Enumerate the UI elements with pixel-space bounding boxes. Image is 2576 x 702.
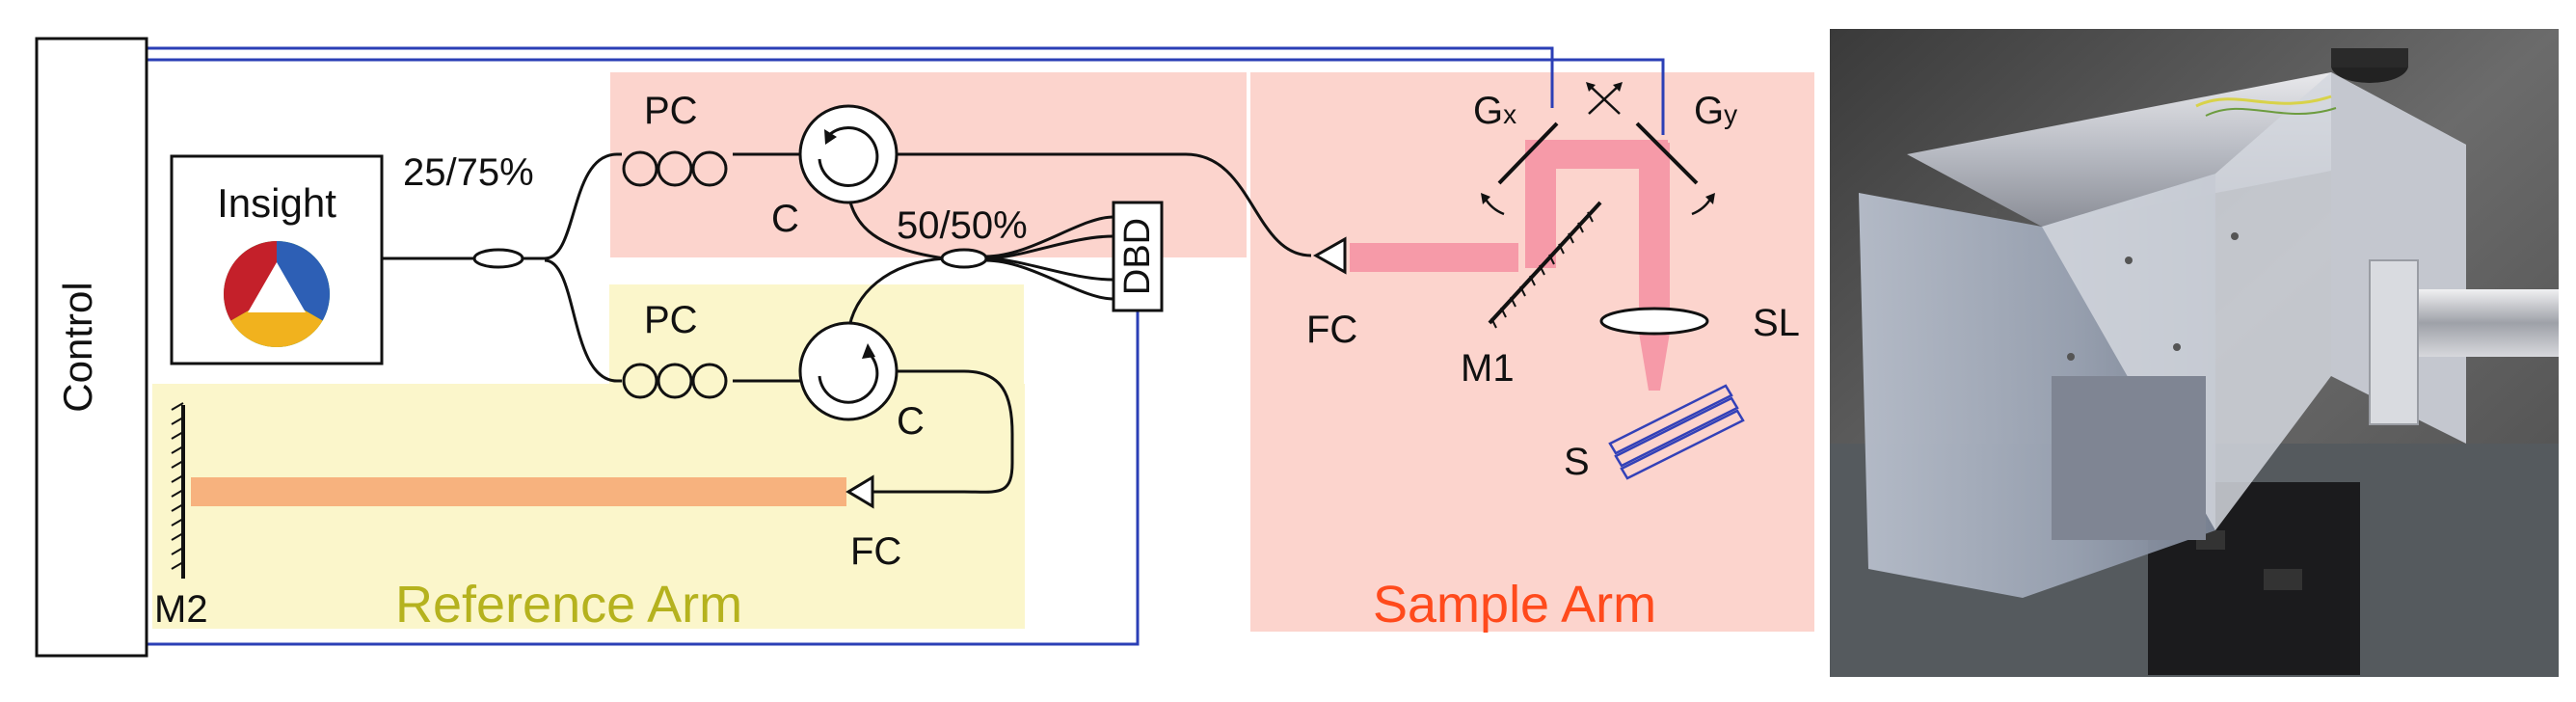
m2-label: M2 (154, 588, 208, 631)
fc-sample-icon (1312, 236, 1347, 275)
split-5050-label: 50/50% (897, 204, 1028, 247)
sample-beam-horizontal (1350, 243, 1518, 272)
s-label: S (1564, 441, 1590, 483)
control-box (35, 37, 148, 658)
sample-beam-vertical-2 (1639, 143, 1670, 321)
reference-beam (191, 477, 846, 506)
splitter-5050 (940, 248, 988, 269)
pc-bottom-coils (622, 363, 728, 399)
galvo-gy-icon (1635, 122, 1715, 216)
reference-arm-label: Reference Arm (395, 576, 742, 634)
circulator-bottom-icon (798, 321, 899, 421)
fiber-paths (382, 152, 1312, 494)
sample-arm-label: Sample Arm (1373, 576, 1656, 634)
control-label: Control (55, 282, 100, 412)
galvo-rotation-cross-icon (1586, 82, 1623, 115)
sample-stack-icon (1608, 384, 1745, 480)
gy-main: G (1694, 90, 1724, 132)
fc-sample-label: FC (1306, 309, 1357, 351)
circulator-top-icon (798, 104, 899, 204)
pc-bottom-label: PC (644, 299, 698, 341)
pc-top-label: PC (644, 90, 698, 132)
split-2575-label: 25/75% (403, 151, 534, 194)
insight-label: Insight (217, 180, 336, 226)
circulator-top-label: C (771, 198, 799, 240)
m1-label: M1 (1461, 347, 1515, 390)
mirror-m1-icon (1488, 201, 1602, 329)
gy-sub: y (1724, 99, 1737, 129)
insight-logo-icon (224, 241, 330, 347)
pc-top-coils (622, 150, 728, 187)
sl-label: SL (1753, 302, 1800, 344)
mirror-m2-icon (171, 402, 185, 579)
gx-label: Gx (1473, 90, 1516, 132)
gx-main: G (1473, 90, 1503, 132)
fc-ref-icon (845, 474, 874, 509)
dbd-box (1112, 201, 1164, 312)
gx-sub: x (1503, 99, 1516, 129)
circulator-bottom-label: C (897, 400, 925, 443)
gy-label: Gy (1694, 90, 1737, 132)
galvo-gx-icon (1481, 122, 1559, 216)
oct-system-diagram: Control Insight 25 (35, 37, 1814, 658)
dbd-label: DBD (1117, 218, 1158, 295)
sample-beam-focus (1639, 333, 1670, 391)
scan-lens-icon (1599, 307, 1709, 336)
fc-ref-label: FC (850, 530, 901, 573)
scanner-head-photo (1830, 29, 2559, 677)
splitter-2575 (472, 248, 524, 269)
control-wires (147, 46, 1665, 646)
